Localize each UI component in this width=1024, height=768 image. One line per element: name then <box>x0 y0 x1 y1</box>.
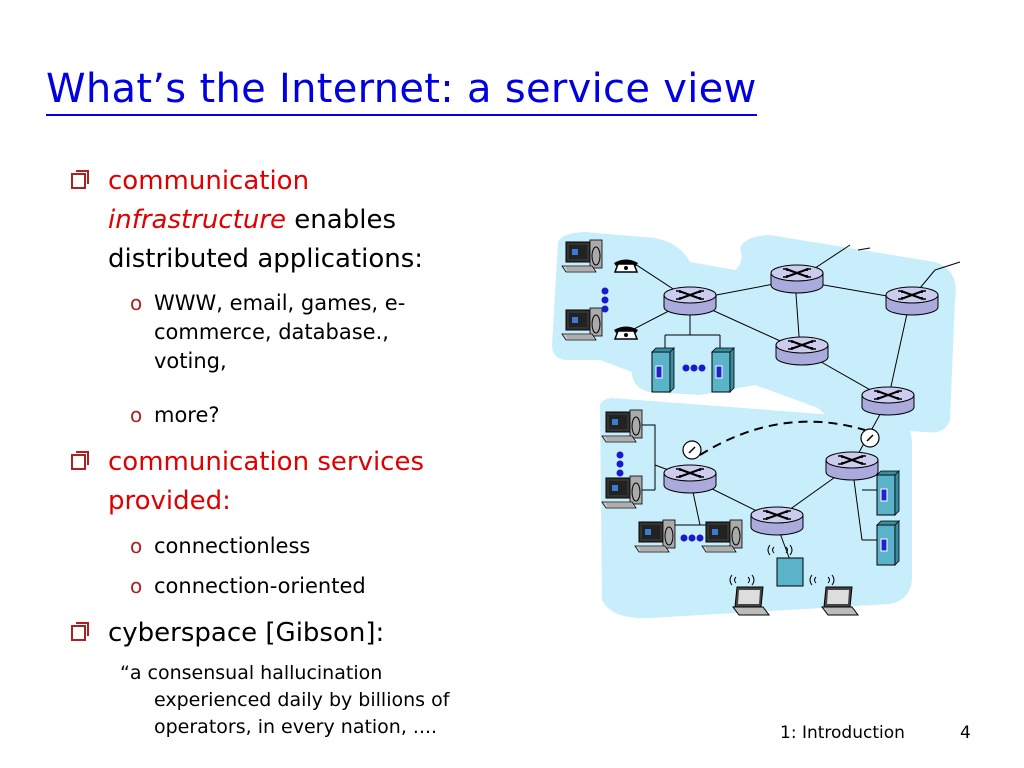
circle-bullet-icon: o <box>130 403 143 427</box>
quote-line: operators, in every nation, .... <box>154 716 438 738</box>
circle-bullet-icon: o <box>130 574 143 598</box>
bullet-line: communication <box>108 166 310 196</box>
bullet-line: infrastructure enables <box>108 201 423 240</box>
checkbox-bullet-icon <box>71 451 89 470</box>
sub-bullet-line: WWW, email, games, e- <box>154 291 406 315</box>
bullet-line: cyberspace [Gibson]: <box>108 618 385 648</box>
sub-bullet-line: connection-oriented <box>154 574 366 598</box>
page-number: 4 <box>960 723 971 743</box>
circle-bullet-icon: o <box>130 291 143 315</box>
quote-line: “a consensual hallucination <box>120 662 383 684</box>
sub-bullet-applications: o WWW, email, games, e- commerce, databa… <box>130 289 406 376</box>
bullet-line: distributed applications: <box>108 244 424 274</box>
bullet-infrastructure: communication infrastructure enables dis… <box>71 162 424 279</box>
bullet-emphasis: infrastructure <box>108 205 287 235</box>
bullet-services: communication services provided: <box>71 443 425 521</box>
circle-bullet-icon: o <box>130 534 143 558</box>
bullet-line: provided: <box>108 486 231 516</box>
footer-section-label: 1: Introduction <box>780 723 905 743</box>
sub-bullet-line: connectionless <box>154 534 311 558</box>
slide-title: What’s the Internet: a service view <box>46 66 757 116</box>
sub-bullet-line: more? <box>154 403 220 427</box>
bullet-text: enables <box>286 205 396 235</box>
bullet-cyberspace: cyberspace [Gibson]: <box>71 614 385 653</box>
checkbox-bullet-icon <box>71 622 89 641</box>
checkbox-bullet-icon <box>71 170 89 189</box>
sub-bullet-connectionless: o connectionless <box>130 532 311 561</box>
network-diagram <box>552 232 961 619</box>
sub-bullet-more: o more? <box>130 401 220 430</box>
sub-bullet-connection-oriented: o connection-oriented <box>130 572 366 601</box>
sub-bullet-line: voting, <box>154 349 227 373</box>
sub-bullet-line: commerce, database., <box>154 320 389 344</box>
bullet-line: communication services <box>108 447 425 477</box>
quote-line: experienced daily by billions of <box>154 689 450 711</box>
gibson-quote: “a consensual hallucination experienced … <box>120 660 500 741</box>
